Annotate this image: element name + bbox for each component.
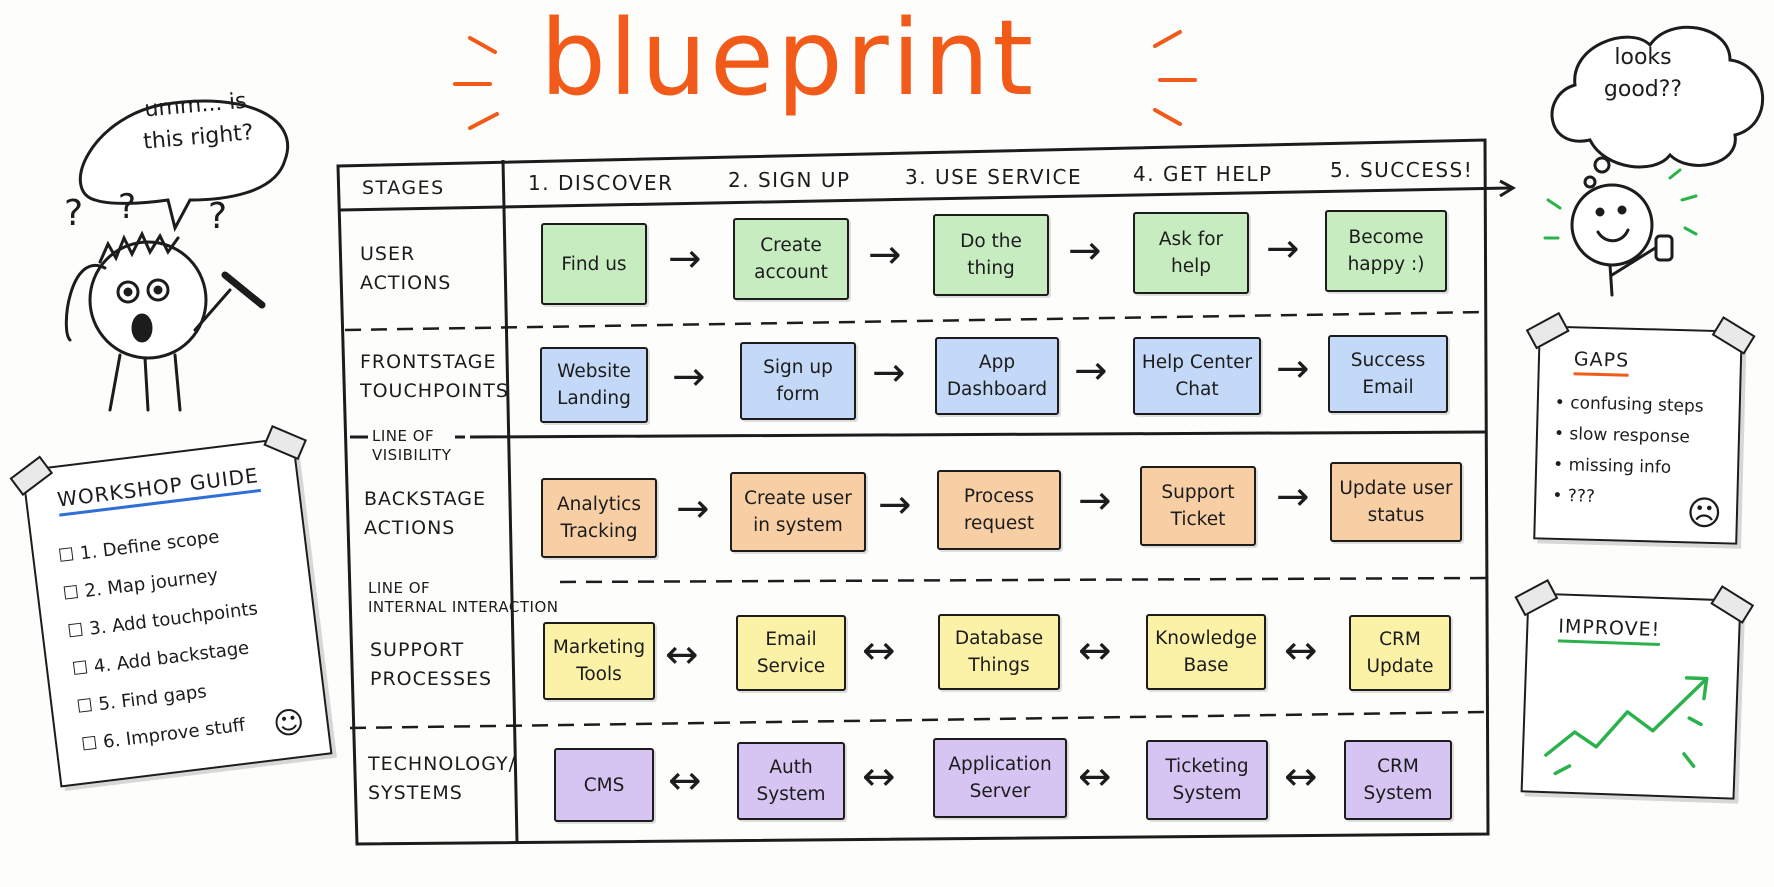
bidirectional-arrow-icon: ↔ <box>862 754 896 800</box>
checkbox-icon[interactable]: ☐ <box>57 544 76 567</box>
improve-title: IMPROVE! <box>1557 615 1661 646</box>
stage-discover: 1. DISCOVER <box>528 171 674 195</box>
stages-label: STAGES <box>362 177 445 199</box>
tech-auth-system: Auth System <box>737 742 845 820</box>
arrow-icon: → <box>1078 478 1112 524</box>
gaps-list: • confusing steps • slow response • miss… <box>1552 388 1704 516</box>
thumbs-up-icon <box>1654 234 1674 262</box>
row-label-support: SUPPORT PROCESSES <box>370 639 493 690</box>
backstage-analytics-tracking: Analytics Tracking <box>541 478 657 558</box>
title-sparkles-icon <box>453 30 1197 130</box>
workshop-guide-note: WORKSHOP GUIDE ☐ 1. Define scope ☐ 2. Ma… <box>9 425 333 788</box>
bidirectional-arrow-icon: ↔ <box>665 632 699 678</box>
happy-person-icon <box>1543 25 1764 297</box>
user-action-create-account: Create account <box>733 218 849 300</box>
gaps-title: GAPS <box>1573 348 1630 377</box>
stage-sign-up: 2. SIGN UP <box>728 168 851 192</box>
bidirectional-arrow-icon: ↔ <box>1284 628 1318 674</box>
stage-success: 5. SUCCESS! <box>1330 158 1474 182</box>
stage-get-help: 4. GET HELP <box>1133 162 1273 186</box>
confused-person-icon: ? ? ? <box>64 99 290 412</box>
bidirectional-arrow-icon: ↔ <box>1078 628 1112 674</box>
support-marketing-tools: Marketing Tools <box>543 622 655 700</box>
tech-crm-system: CRM System <box>1344 740 1452 820</box>
list-item: • missing info <box>1552 454 1672 478</box>
checkbox-icon[interactable]: ☐ <box>66 619 85 643</box>
list-item: • confusing steps <box>1554 392 1704 417</box>
arrow-icon: → <box>676 486 710 532</box>
bidirectional-arrow-icon: ↔ <box>668 758 702 804</box>
line-of-visibility-label: LINE OF VISIBILITY <box>368 427 456 465</box>
touchpoint-sign-up-form: Sign up form <box>740 342 856 420</box>
smiley-icon: ☺ <box>271 704 307 743</box>
arrow-icon: → <box>668 236 702 282</box>
support-crm-update: CRM Update <box>1349 615 1451 691</box>
touchpoint-success-email: Success Email <box>1328 335 1448 413</box>
tech-ticketing-system: Ticketing System <box>1146 740 1268 820</box>
bidirectional-arrow-icon: ↔ <box>862 628 896 674</box>
question-mark-icon: ? <box>118 187 136 227</box>
workshop-guide-title: WORKSHOP GUIDE <box>55 463 261 517</box>
list-item: • ??? <box>1552 485 1596 507</box>
support-database-things: Database Things <box>938 614 1060 690</box>
arrow-icon: → <box>1276 474 1310 520</box>
improve-note: IMPROVE! <box>1514 579 1755 800</box>
checkbox-icon[interactable]: ☐ <box>61 581 81 605</box>
list-item: • slow response <box>1553 423 1691 448</box>
checkbox-icon[interactable]: ☐ <box>80 732 99 756</box>
arrow-icon: → <box>672 354 706 400</box>
arrow-icon: → <box>868 232 902 278</box>
line-of-internal-interaction-label: LINE OF INTERNAL INTERACTION <box>368 579 559 616</box>
arrow-icon: → <box>872 350 906 396</box>
row-label-user-actions: USER ACTIONS <box>360 243 452 294</box>
arrow-icon: → <box>878 482 912 528</box>
user-action-do-the-thing: Do the thing <box>933 214 1049 296</box>
trend-arrow-icon <box>1544 676 1709 776</box>
touchpoint-app-dashboard: App Dashboard <box>935 337 1059 415</box>
sad-face-icon: ☹ <box>1685 493 1723 535</box>
row-label-technology: TECHNOLOGY/ SYSTEMS <box>368 753 516 804</box>
page-title: blueprint <box>540 0 1037 119</box>
question-mark-icon: ? <box>64 193 83 234</box>
tech-application-server: Application Server <box>933 738 1067 818</box>
arrow-icon: → <box>1068 228 1102 274</box>
user-action-become-happy: Become happy :) <box>1325 210 1447 292</box>
support-knowledge-base: Knowledge Base <box>1146 614 1266 690</box>
row-label-backstage: BACKSTAGE ACTIONS <box>364 488 487 539</box>
thought-bubble: looks good?? <box>1603 45 1683 102</box>
backstage-support-ticket: Support Ticket <box>1140 466 1256 546</box>
arrow-icon: → <box>1266 226 1300 272</box>
workshop-guide-list: ☐ 1. Define scope ☐ 2. Map journey ☐ 3. … <box>56 515 274 765</box>
backstage-process-request: Process request <box>937 470 1061 550</box>
backstage-update-user-status: Update user status <box>1330 462 1462 542</box>
gaps-note: GAPS • confusing steps • slow response •… <box>1525 311 1756 545</box>
row-label-frontstage: FRONTSTAGE TOUCHPOINTS <box>360 351 509 402</box>
user-action-find-us: Find us <box>541 223 647 305</box>
question-mark-icon: ? <box>208 196 227 237</box>
checkbox-icon[interactable]: ☐ <box>75 695 95 718</box>
row-dividers <box>344 310 1489 730</box>
bidirectional-arrow-icon: ↔ <box>1078 754 1112 800</box>
user-action-ask-for-help: Ask for help <box>1133 212 1249 294</box>
bidirectional-arrow-icon: ↔ <box>1284 754 1318 800</box>
support-email-service: Email Service <box>736 615 846 691</box>
stage-use-service: 3. USE SERVICE <box>905 165 1083 189</box>
checkbox-icon[interactable]: ☐ <box>70 657 90 681</box>
arrow-icon: → <box>1074 348 1108 394</box>
arrow-icon: → <box>1276 346 1310 392</box>
touchpoint-help-center-chat: Help Center Chat <box>1133 337 1261 415</box>
backstage-create-user: Create user in system <box>730 472 866 552</box>
tech-cms: CMS <box>554 748 654 822</box>
touchpoint-website-landing: Website Landing <box>540 347 648 423</box>
